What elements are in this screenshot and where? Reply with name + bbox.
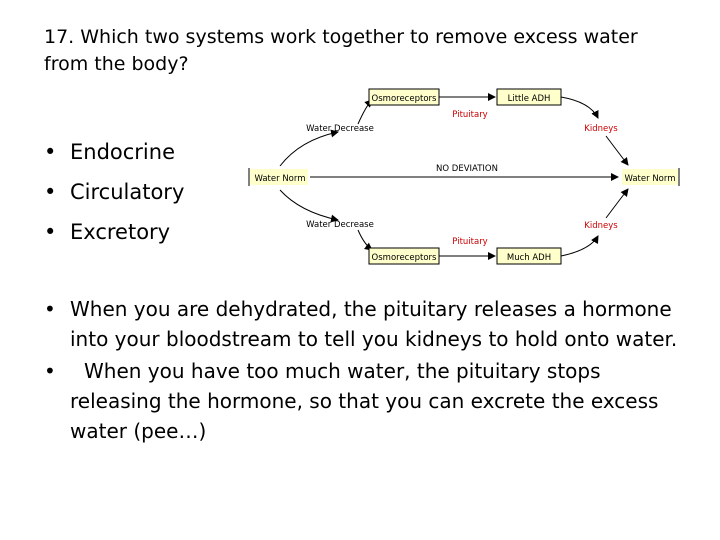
arrow-kidneys-to-norm-bottom [605,188,629,219]
arrow-kidneys-to-norm-top [605,135,629,166]
water-norm-label-right: Water Norm [624,174,675,184]
osmoreceptors-label-bottom: Osmoreceptors [372,253,437,263]
pituitary-label-top: Pituitary [452,110,487,120]
kidneys-label-top: Kidneys [584,124,618,134]
arrow-adh-to-kidneys-top [560,96,599,119]
arrow-norm-to-decrease-bottom [279,189,339,223]
question-text: 17. Which two systems work together to r… [44,26,638,75]
homeostasis-diagram: Osmoreceptors Little ADH Pituitary Water… [248,88,680,265]
no-deviation-label: NO DEVIATION [436,164,498,174]
water-norm-box-right [622,169,678,185]
osmoreceptors-box-top [368,88,440,106]
water-norm-box-left [250,169,308,185]
answer-item: Excretory [44,212,184,252]
answer-list: Endocrine Circulatory Excretory [44,132,184,252]
explanation-item: When you have too much water, the pituit… [44,356,694,446]
osmoreceptors-box-bottom [368,247,440,265]
kidneys-label-bottom: Kidneys [584,221,618,231]
arrow-decrease-to-osmo-bottom [357,229,373,251]
much-adh-box [496,247,562,265]
water-decrease-label-bottom: Water Decrease [306,220,374,230]
osmoreceptors-label-top: Osmoreceptors [372,94,437,104]
answer-item: Endocrine [44,132,184,172]
little-adh-box [496,88,562,106]
little-adh-label: Little ADH [508,94,551,104]
water-decrease-label-top: Water Decrease [306,124,374,134]
water-norm-label-left: Water Norm [254,174,305,184]
arrow-norm-to-decrease-top [279,129,339,167]
pituitary-label-bottom: Pituitary [452,237,487,247]
explanation-item: When you are dehydrated, the pituitary r… [44,294,694,354]
arrow-adh-to-kidneys-bottom [560,235,599,257]
explanation-list: When you are dehydrated, the pituitary r… [44,294,694,446]
explanation-text: When you are dehydrated, the pituitary r… [70,297,678,351]
answer-item: Circulatory [44,172,184,212]
explanation-text: When you have too much water, the pituit… [70,359,659,443]
much-adh-label: Much ADH [507,253,551,263]
